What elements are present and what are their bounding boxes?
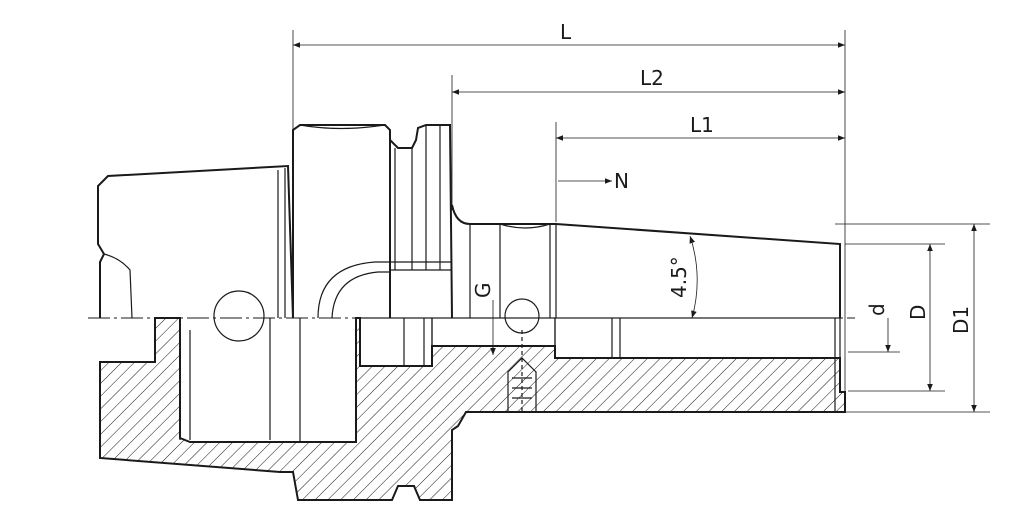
label-g: G [471,283,495,299]
inner-arc-inner [331,271,390,319]
label-d1: D1 [949,306,973,334]
bore-step [359,317,433,367]
nose-upper [451,204,841,318]
angle-arc [689,235,698,319]
lower-half-section [99,317,846,501]
label-l2: L2 [640,66,664,90]
flange-upper [292,124,391,318]
label-angle: 4.5° [667,256,691,298]
cross-hole-right [504,298,540,334]
section-body [99,317,846,501]
upper-half-outline [97,124,841,342]
bore-small [431,317,556,347]
cross-hole-left [213,290,265,342]
label-l1: L1 [690,113,714,137]
label-l: L [560,20,572,44]
label-n: N [614,169,629,193]
labels: L L2 L1 N G 4.5° d D D1 [471,20,973,334]
nose-curve [499,223,551,229]
v-groove [389,124,453,319]
bore-main [554,317,841,359]
set-screw [507,357,537,413]
label-d-small: d [865,303,889,316]
inner-arc-outer [317,261,390,319]
label-d: D [906,305,930,320]
shank-upper [97,164,294,319]
shank-slot [103,253,133,319]
flange-top-curve [299,124,386,130]
